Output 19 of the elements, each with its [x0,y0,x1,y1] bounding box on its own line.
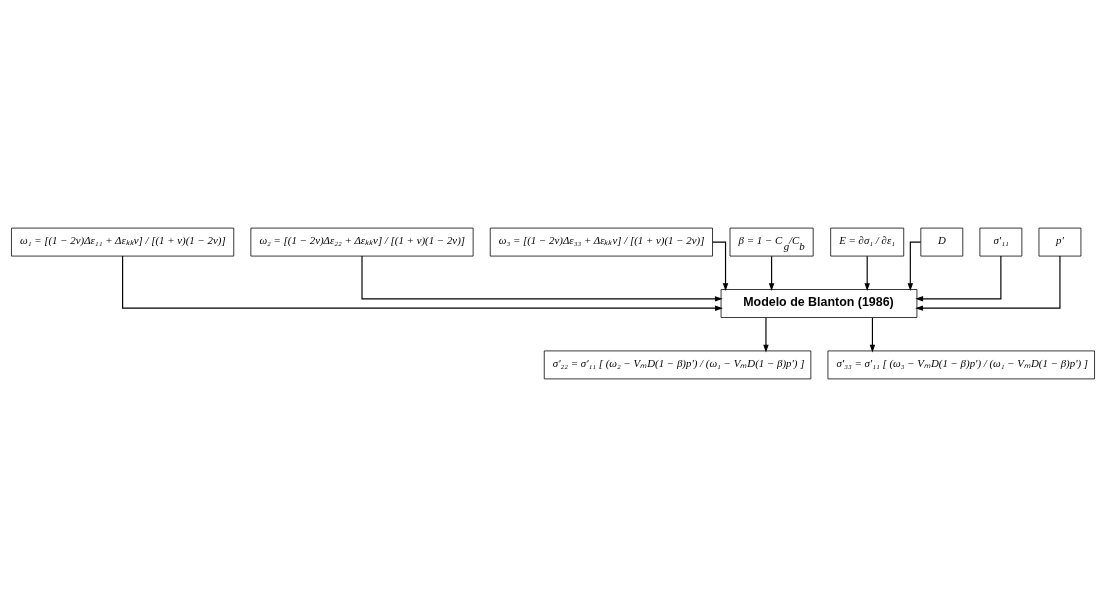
node-box: σ'₂₂ = σ'₁₁ [ (ω₂ − VₘD(1 − β)p') / (ω₁ − VₘD(1 − β)p') ] [543,350,812,379]
node-box: p' [1038,227,1082,256]
arrow [864,255,870,291]
arrow [915,255,1061,311]
arrow [915,255,1002,302]
node-box: σ'₃₃ = σ'₁₁ [ (ω₃ − VₘD(1 − β)p') / (ω₁ − VₘD(1 − β)p') ] [827,350,1095,379]
node-box: D [920,227,964,256]
arrow [122,255,723,311]
node-box: ω₂ = [(1 − 2ν)Δε₂₂ + Δεₖₖν] / [(1 + ν)(1 − 2ν)] [250,227,474,256]
arrow [869,316,876,352]
node-box: Modelo de Blanton (1986) [720,288,918,318]
arrow [768,255,775,291]
node-box: ω₁ = [(1 − 2ν)Δε₁₁ + Δεₖₖν] / [(1 + ν)(1 − 2ν)] [11,227,235,256]
arrow [361,255,723,302]
node-box: σ'₁₁ [979,227,1023,256]
arrow [907,241,922,291]
node-box: E = ∂σ₁ / ∂ε₁ [830,227,905,256]
arrow [763,316,769,352]
node-box: ω₃ = [(1 − 2ν)Δε₃₃ + Δεₖₖν] / [(1 + ν)(1 − 2ν)] [489,227,713,256]
